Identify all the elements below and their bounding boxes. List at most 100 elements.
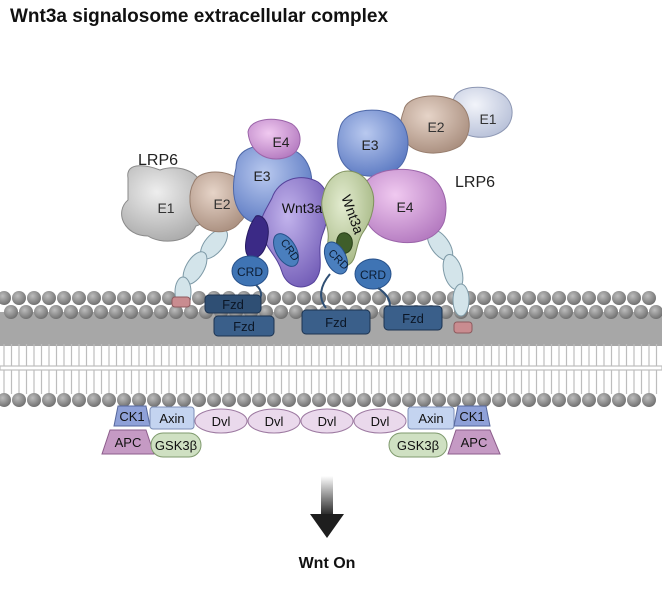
lipid-head [192, 291, 206, 305]
lrp6-right-e3-label: E3 [361, 137, 378, 153]
lipid-head [522, 291, 536, 305]
lipid-head [132, 291, 146, 305]
lipid-head [529, 305, 543, 319]
lipid-head [544, 305, 558, 319]
svg-text:Fzd: Fzd [402, 311, 424, 326]
lipid-head [42, 291, 56, 305]
lipid-head [612, 291, 626, 305]
lrp6-right-e1-label: E1 [479, 111, 496, 127]
lipid-head [4, 305, 18, 319]
lipid-head [327, 291, 341, 305]
signal-arrow [310, 476, 344, 538]
fzd-center: Fzd [302, 310, 370, 334]
lipid-head [342, 393, 356, 407]
lipid-head [514, 305, 528, 319]
svg-text:CK1: CK1 [459, 409, 484, 424]
lrp6-left-e2-label: E2 [213, 196, 230, 212]
lipid-head [162, 393, 176, 407]
lipid-head [499, 305, 513, 319]
lipid-head [12, 393, 26, 407]
svg-text:Axin: Axin [159, 411, 184, 426]
lipid-head [552, 291, 566, 305]
lipid-head [484, 305, 498, 319]
svg-text:CK1: CK1 [119, 409, 144, 424]
lipid-head [19, 305, 33, 319]
lipid-head [567, 393, 581, 407]
lipid-head [72, 393, 86, 407]
svg-text:Dvl: Dvl [371, 414, 390, 429]
lipid-head [267, 291, 281, 305]
lipid-head [12, 291, 26, 305]
lipid-head [49, 305, 63, 319]
lipid-head [462, 393, 476, 407]
svg-text:Dvl: Dvl [265, 414, 284, 429]
lipid-tails [0, 344, 662, 394]
lipid-head [447, 393, 461, 407]
lipid-head [117, 393, 131, 407]
lrp6-right-label: LRP6 [455, 174, 495, 191]
lipid-head [312, 393, 326, 407]
lipid-head [297, 291, 311, 305]
lipid-head [492, 291, 506, 305]
lipid-head [327, 393, 341, 407]
lipid-head [139, 305, 153, 319]
lipid-head [124, 305, 138, 319]
svg-text:APC: APC [115, 435, 142, 450]
lipid-head [117, 291, 131, 305]
lipid-head [0, 291, 11, 305]
outcome-label: Wnt On [299, 555, 356, 572]
wnt3a-left-label: Wnt3a [282, 200, 323, 216]
svg-text:APC: APC [461, 435, 488, 450]
lipid-head [417, 393, 431, 407]
lipid-head [282, 291, 296, 305]
lrp6-right-e4-label: E4 [396, 199, 413, 215]
lipid-head [297, 393, 311, 407]
lipid-head [492, 393, 506, 407]
svg-text:Axin: Axin [418, 411, 443, 426]
svg-text:GSK3β: GSK3β [155, 438, 197, 453]
lipid-head [537, 393, 551, 407]
lipid-head [147, 393, 161, 407]
lipid-head [597, 393, 611, 407]
lipid-head [477, 291, 491, 305]
lipid-head [642, 393, 656, 407]
cell-membrane [0, 291, 662, 407]
lipid-head [432, 291, 446, 305]
lipid-head [274, 305, 288, 319]
fzd-lower-left: Fzd [214, 316, 274, 336]
lipid-head [357, 393, 371, 407]
lipid-heads-outer [0, 291, 656, 305]
lipid-head [402, 291, 416, 305]
svg-text:CRD: CRD [360, 268, 386, 282]
lipid-head [289, 305, 303, 319]
lipid-head [537, 291, 551, 305]
lipid-head [552, 393, 566, 407]
fzd-upper-left: Fzd [205, 295, 261, 313]
lipid-head [589, 305, 603, 319]
lipid-head [357, 291, 371, 305]
svg-text:GSK3β: GSK3β [397, 438, 439, 453]
lipid-head [87, 291, 101, 305]
lipid-head [102, 393, 116, 407]
lipid-head [522, 393, 536, 407]
lipid-head [627, 393, 641, 407]
svg-text:Fzd: Fzd [233, 319, 255, 334]
lrp6-left-anchor [172, 297, 190, 307]
lrp6-right-anchor [454, 322, 472, 333]
lipid-head [109, 305, 123, 319]
lipid-head [612, 393, 626, 407]
svg-text:Fzd: Fzd [325, 315, 347, 330]
lrp6-left-label: LRP6 [138, 152, 178, 169]
lipid-head [79, 305, 93, 319]
lipid-head [252, 393, 266, 407]
lipid-head [154, 305, 168, 319]
lipid-head [57, 393, 71, 407]
svg-text:Fzd: Fzd [222, 297, 244, 312]
lipid-head [72, 291, 86, 305]
lipid-head [94, 305, 108, 319]
lipid-head [102, 291, 116, 305]
lipid-head [282, 393, 296, 407]
lipid-head [507, 393, 521, 407]
lipid-head [567, 291, 581, 305]
